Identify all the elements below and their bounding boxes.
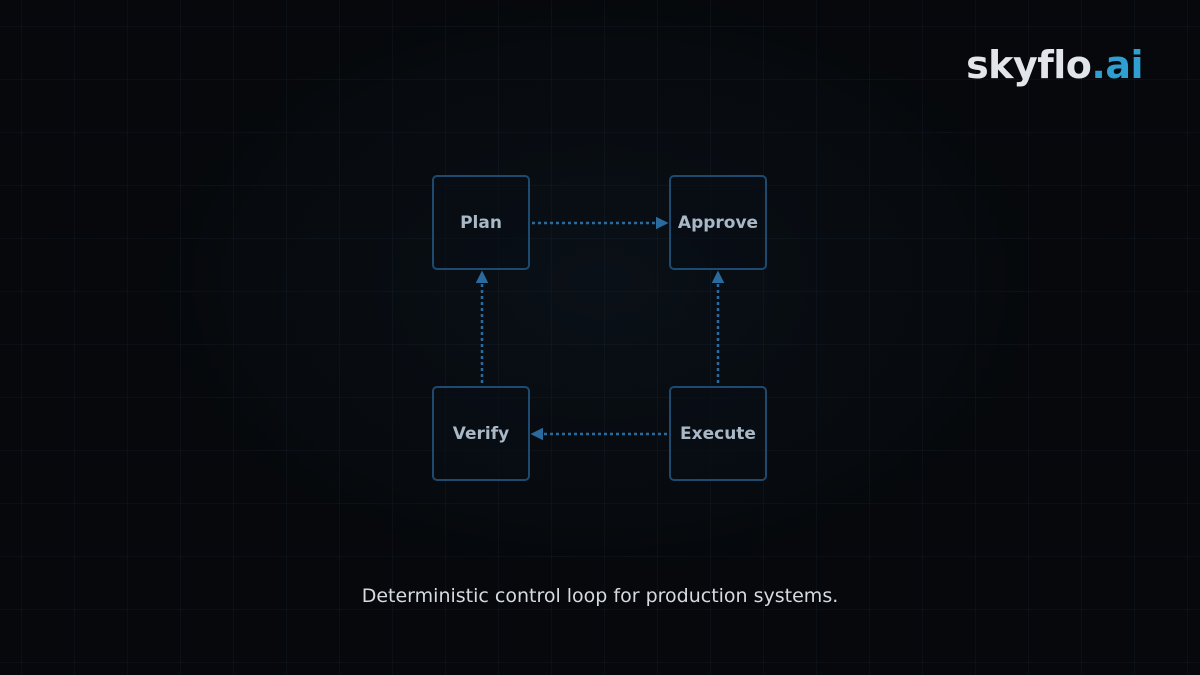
logo-text-main: skyflo [966,43,1092,87]
brand-logo: skyflo.ai [966,40,1143,90]
node-plan-label: Plan [460,212,502,233]
node-verify: Verify [432,386,530,481]
node-execute: Execute [669,386,767,481]
caption-text: Deterministic control loop for productio… [361,585,839,607]
node-approve-label: Approve [677,212,759,233]
node-plan: Plan [432,175,530,270]
node-approve: Approve [669,175,767,270]
logo-text-accent: .ai [1091,43,1143,87]
node-verify-label: Verify [452,423,510,444]
node-execute-label: Execute [680,423,756,444]
